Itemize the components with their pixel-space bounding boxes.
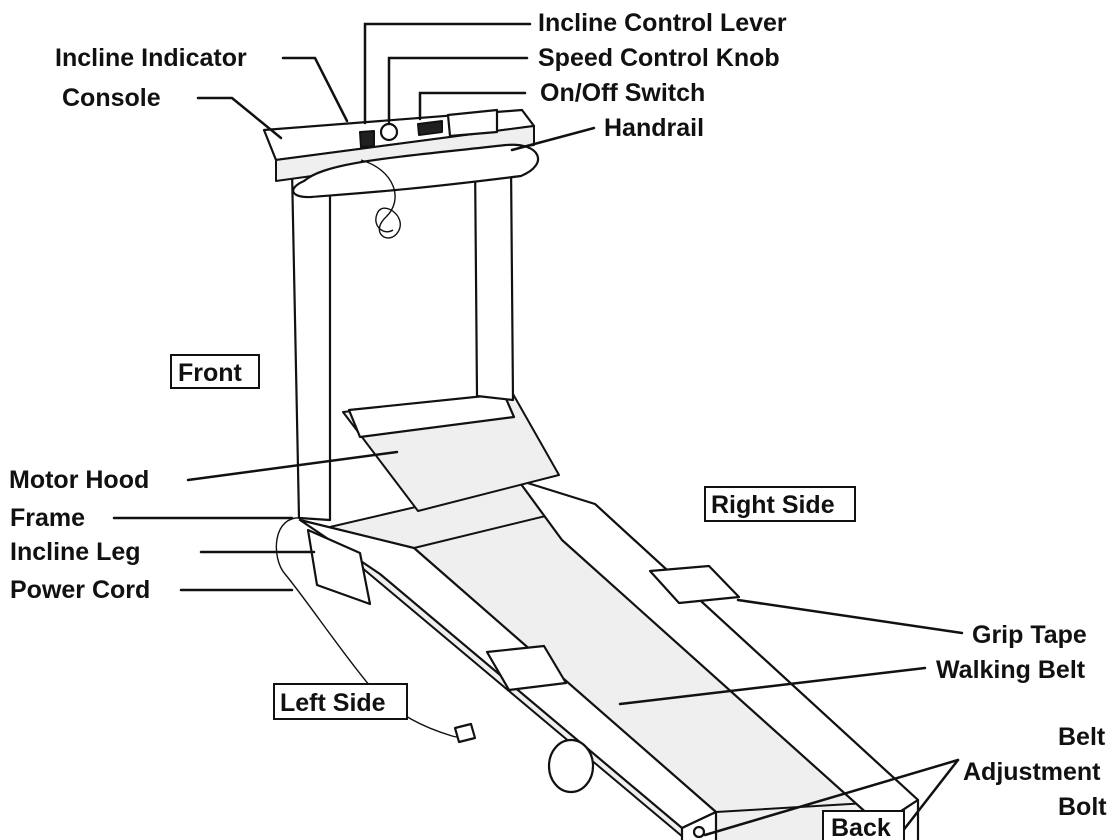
front-right-upright xyxy=(473,156,515,402)
power-plug xyxy=(453,722,477,744)
right-grip-tape xyxy=(648,564,741,605)
incline-leg-part xyxy=(306,528,372,606)
treadmill-drawing xyxy=(262,108,920,840)
right-side-label: Right Side xyxy=(711,491,835,519)
incline-control-lever-callout xyxy=(363,22,532,125)
on-off-switch-callout xyxy=(418,91,527,121)
back-label-box xyxy=(822,810,905,840)
rear-roller xyxy=(547,738,595,794)
grip-tape-callout xyxy=(736,598,964,635)
labels: Incline Control Lever Speed Control Knob… xyxy=(9,9,1107,840)
motor-hood-label: Motor Hood xyxy=(9,466,149,494)
incline-control-lever-part xyxy=(359,130,375,148)
incline-indicator-callout xyxy=(281,56,349,123)
speed-control-knob-callout xyxy=(387,56,529,124)
frame-label: Frame xyxy=(10,504,85,532)
callout-lines xyxy=(112,22,964,837)
motor-hood-callout xyxy=(186,450,399,482)
back-label: Back xyxy=(831,814,891,840)
coil-cord xyxy=(360,159,401,239)
handrail-label: Handrail xyxy=(604,114,704,142)
on-off-switch-label: On/Off Switch xyxy=(540,79,705,107)
power-cord-part xyxy=(275,517,467,738)
belt-adjustment-bolt-label-line-3: Bolt xyxy=(1058,793,1107,821)
incline-indicator-label: Incline Indicator xyxy=(55,44,247,72)
belt-adjustment-bolt-callout-left xyxy=(703,758,960,837)
power-cord-label: Power Cord xyxy=(10,576,150,604)
left-side-label: Left Side xyxy=(280,689,386,717)
incline-leg-label: Incline Leg xyxy=(10,538,141,566)
motor-hood-top xyxy=(347,392,516,439)
grip-tape-label: Grip Tape xyxy=(972,621,1087,649)
left-belt-adjustment-bolt-part xyxy=(692,825,706,839)
left-side-label-box xyxy=(273,683,408,720)
display-panel xyxy=(446,108,499,138)
speed-control-knob-label: Speed Control Knob xyxy=(538,44,780,72)
right-side-label-box xyxy=(704,486,856,522)
console-callout xyxy=(196,96,283,140)
front-label-box xyxy=(170,354,260,389)
walking-belt-callout xyxy=(618,666,927,706)
left-grip-tape xyxy=(485,644,568,692)
handrail-callout xyxy=(510,126,596,152)
on-off-switch-part xyxy=(417,120,443,136)
belt-adjustment-bolt-callout-right xyxy=(900,758,960,834)
belt-adjustment-bolt-label-line-2: Adjustment xyxy=(963,758,1101,786)
walking-belt-label: Walking Belt xyxy=(936,656,1086,684)
belt-adjustment-bolt-label-line-1: Belt xyxy=(1058,723,1106,751)
front-left-upright xyxy=(290,168,332,522)
incline-control-lever-label: Incline Control Lever xyxy=(538,9,787,37)
front-label: Front xyxy=(178,359,243,387)
console-label: Console xyxy=(62,84,161,112)
handrail-shape xyxy=(292,143,540,199)
speed-control-knob-part xyxy=(379,122,399,142)
